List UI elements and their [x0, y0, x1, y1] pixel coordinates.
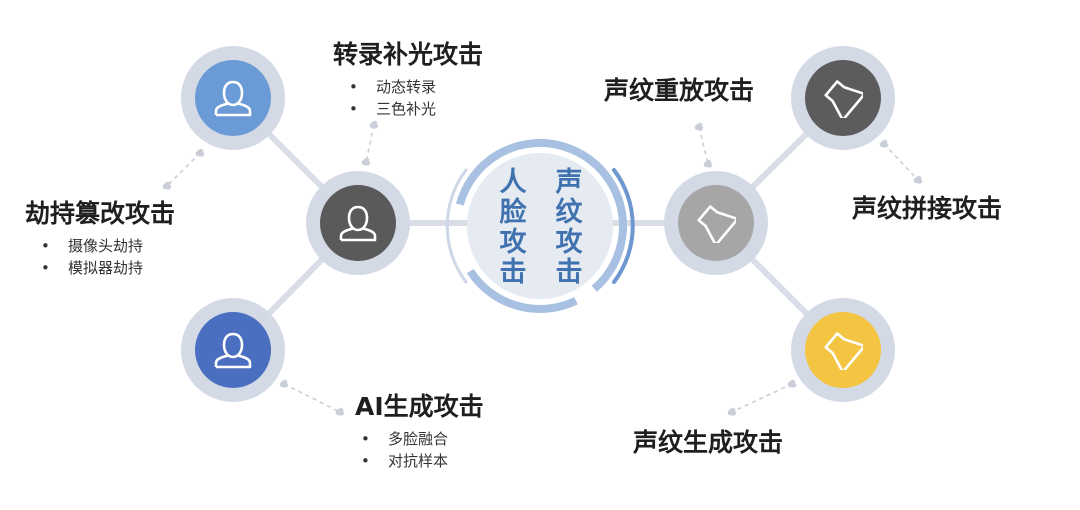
- center-face-label: 人 脸 攻 击: [495, 168, 531, 288]
- voice-node-bottom[interactable]: [791, 298, 895, 402]
- center-voice-char: 击: [555, 257, 583, 288]
- bullet-item: 多脸融合: [361, 428, 484, 450]
- bullet-item: 模拟器劫持: [41, 257, 175, 279]
- center-face-char: 攻: [499, 227, 527, 258]
- bullet-list: 多脸融合 对抗样本: [361, 428, 484, 472]
- center-face-char: 人: [499, 167, 527, 198]
- label-title: 转录补光攻击: [333, 40, 484, 69]
- label-voice-gen: 声纹生成攻击: [633, 428, 784, 457]
- voice-node-top[interactable]: [791, 46, 895, 150]
- label-replay-attack: 转录补光攻击 动态转录 三色补光: [333, 40, 483, 120]
- center-voice-label: 声 纹 攻 击: [551, 168, 587, 288]
- label-title: 劫持篡改攻击: [25, 199, 176, 228]
- center-hub: [445, 139, 635, 313]
- label-voice-replay: 声纹重放攻击: [604, 76, 755, 105]
- label-title: AI生成攻击: [355, 392, 484, 421]
- label-ai-gen-attack: AI生成攻击 多脸融合 对抗样本: [355, 392, 484, 472]
- label-voice-splice: 声纹拼接攻击: [852, 194, 1003, 223]
- bullet-item: 摄像头劫持: [41, 235, 175, 257]
- center-voice-char: 纹: [555, 197, 583, 228]
- bullet-item: 对抗样本: [361, 450, 484, 472]
- center-voice-char: 声: [555, 167, 583, 198]
- face-node-top[interactable]: [181, 46, 285, 150]
- center-face-char: 击: [499, 257, 527, 288]
- bullet-list: 动态转录 三色补光: [349, 76, 483, 120]
- face-node-bottom[interactable]: [181, 298, 285, 402]
- label-hijack-attack: 劫持篡改攻击 摄像头劫持 模拟器劫持: [25, 199, 175, 279]
- leader-lines: [162, 120, 923, 417]
- bullet-item: 动态转录: [349, 76, 483, 98]
- center-voice-char: 攻: [555, 227, 583, 258]
- center-face-char: 脸: [499, 197, 527, 228]
- voice-node-hub[interactable]: [664, 171, 768, 275]
- face-node-hub[interactable]: [306, 171, 410, 275]
- bullet-item: 三色补光: [349, 98, 483, 120]
- bullet-list: 摄像头劫持 模拟器劫持: [41, 235, 175, 279]
